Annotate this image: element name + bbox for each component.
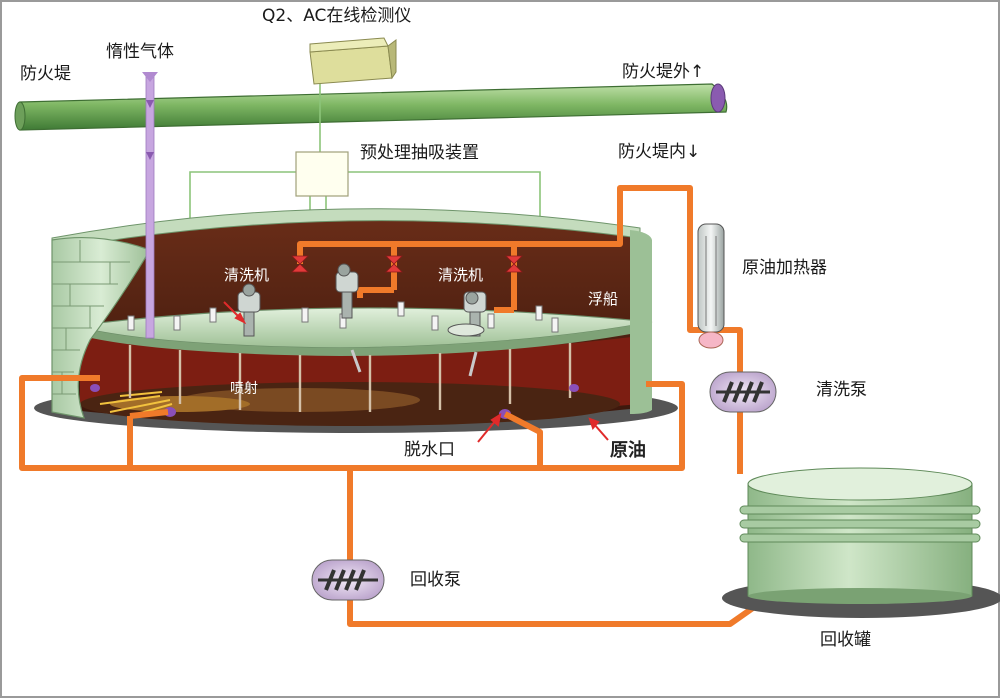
pretreatment-label: 预处理抽吸装置: [360, 143, 479, 163]
crude-oil-storage-tank: [34, 208, 678, 433]
firewall-label: 防火堤: [20, 64, 71, 84]
spray-label: 喷射: [230, 381, 258, 397]
analyzer-label: Q2、AC在线检测仪: [262, 6, 412, 26]
crude-oil-label: 原油: [610, 440, 646, 461]
recovery-pump-label: 回收泵: [410, 570, 461, 590]
washer-left-label: 清洗机: [224, 266, 270, 284]
firewall-outside-label: 防火堤外↑: [622, 62, 705, 82]
recovery-tank-label: 回收罐: [820, 630, 871, 650]
floating-roof-label: 浮船: [588, 290, 619, 308]
inert-gas-pipe: [142, 72, 158, 339]
drain-port-label: 脱水口: [404, 440, 455, 460]
recovery-tank: [722, 467, 1000, 618]
washer-left: [237, 283, 261, 337]
crude-oil-heater: [697, 223, 725, 349]
online-analyzer-box: [309, 37, 397, 85]
roof-vents: [127, 301, 559, 333]
pretreatment-device: [295, 151, 349, 197]
roof-support-legs: [128, 343, 572, 412]
washing-pump: [709, 371, 777, 413]
washer-machines: [237, 263, 487, 377]
wall-bricks: [52, 240, 130, 395]
inert-gas-label: 惰性气体: [106, 42, 174, 62]
washer-middle: [335, 263, 359, 319]
heater-label: 原油加热器: [742, 258, 827, 278]
wash-pump-label: 清洗泵: [816, 380, 867, 400]
valves: [291, 255, 523, 273]
firewall-inside-label: 防火堤内↓: [618, 142, 701, 162]
pointer-arrows: [223, 301, 609, 443]
washer-right: [447, 291, 487, 337]
recovery-pump: [311, 559, 385, 601]
washer-right-label: 清洗机: [438, 266, 484, 284]
firewall-beam: [14, 83, 728, 131]
